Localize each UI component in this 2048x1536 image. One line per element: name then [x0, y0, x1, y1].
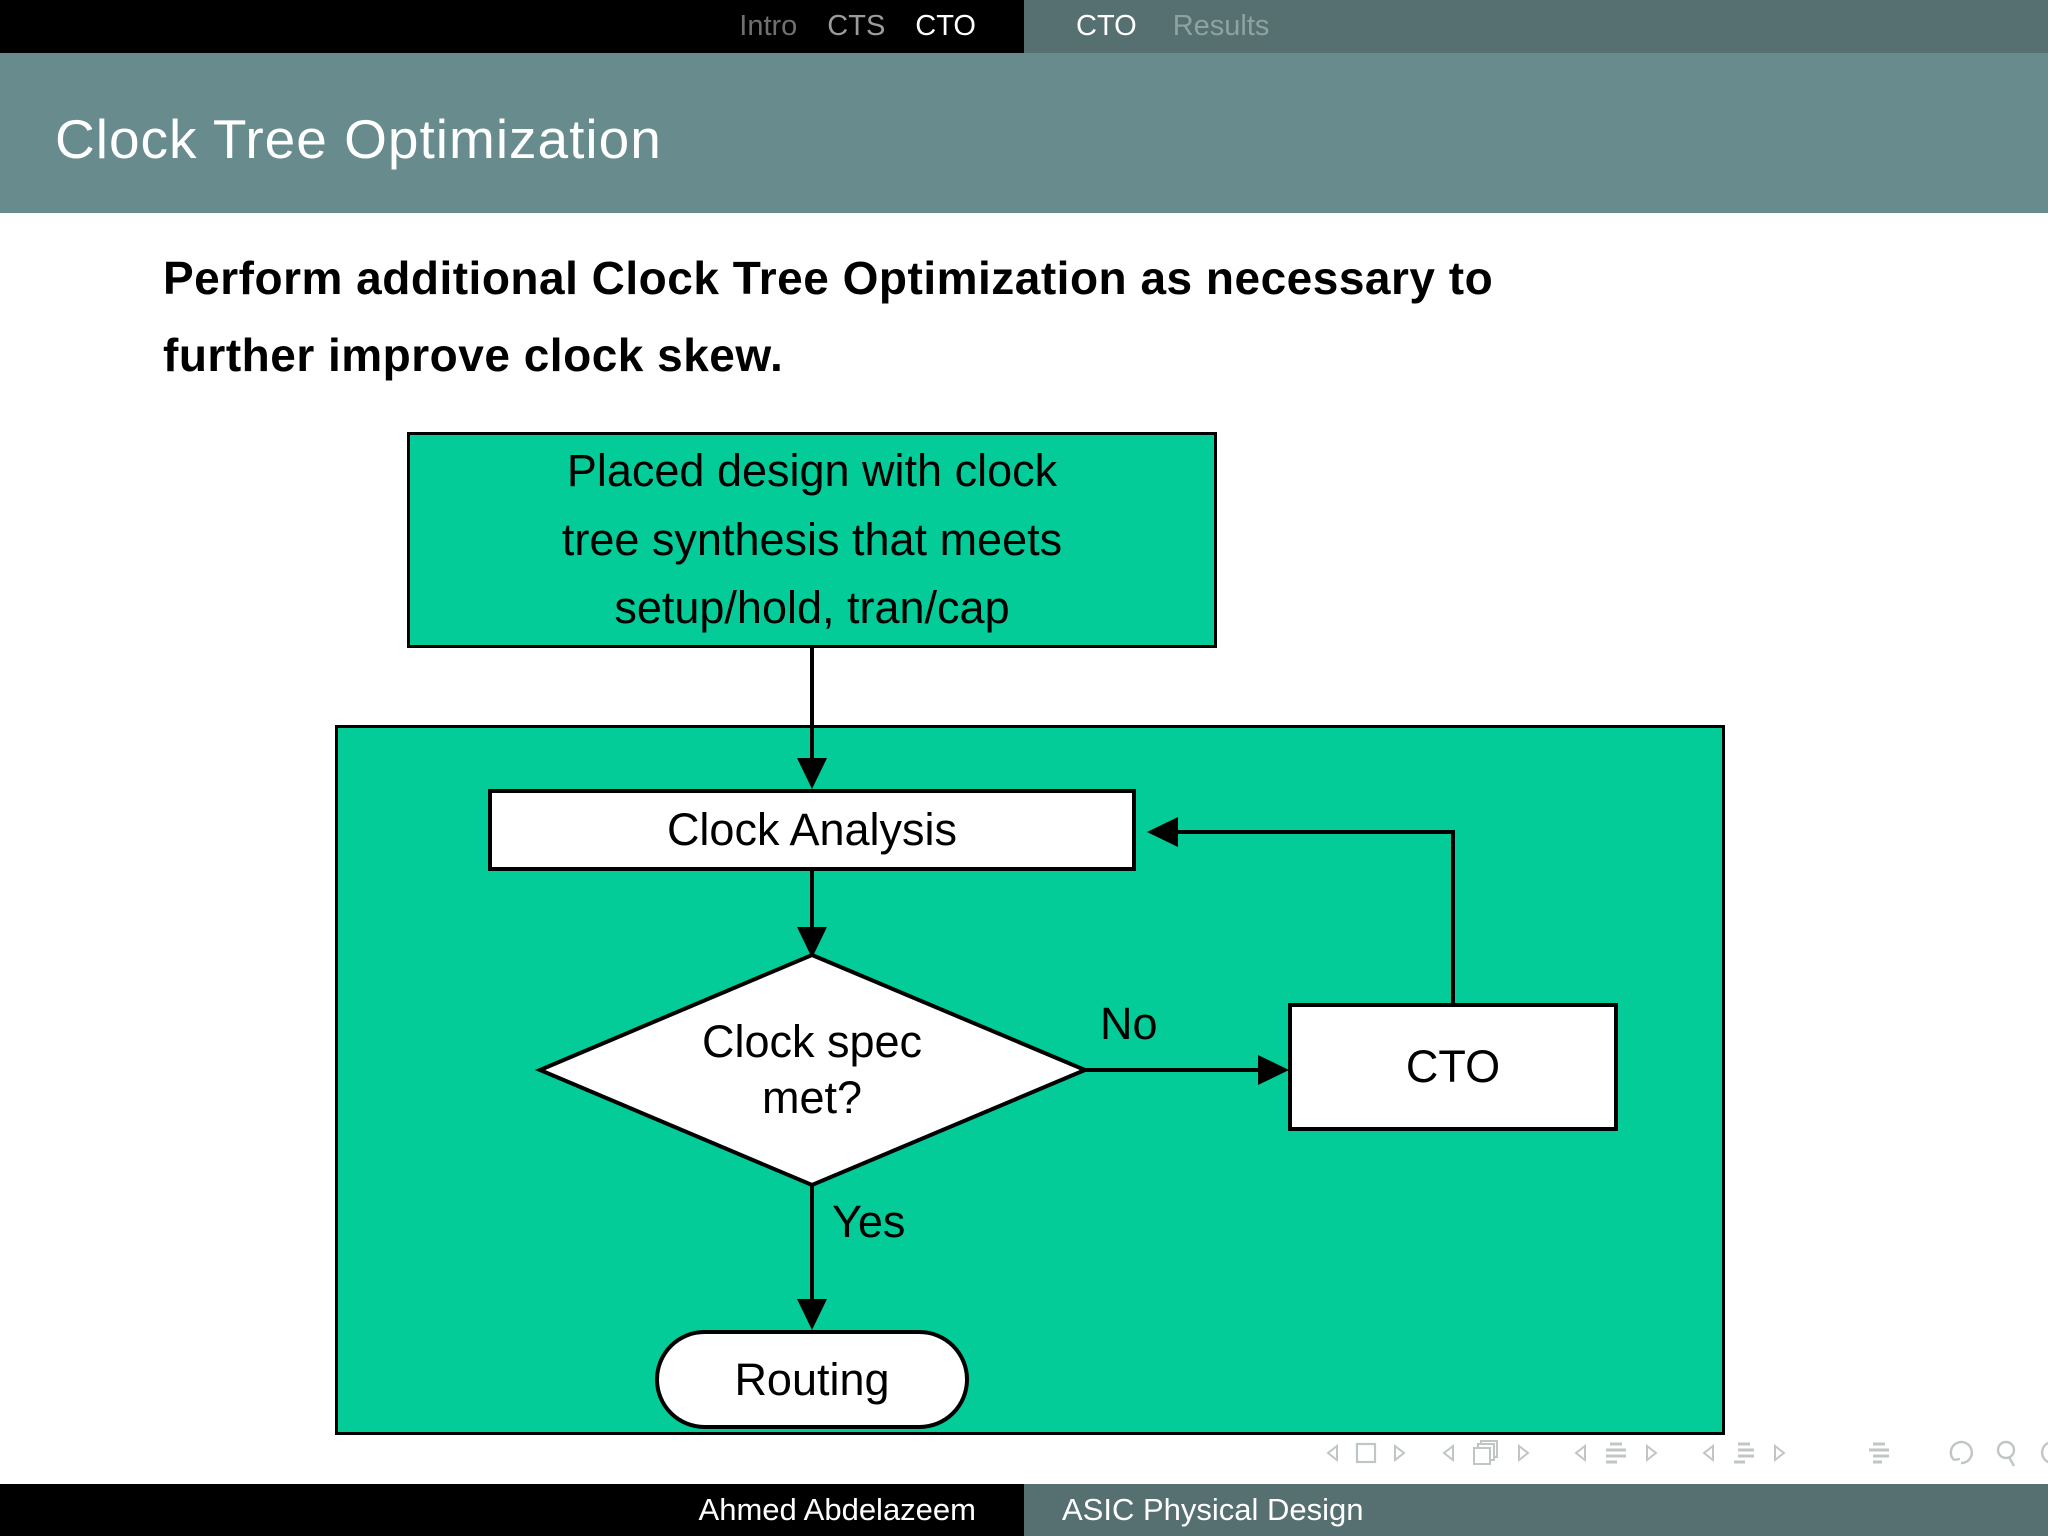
slide-frame-icon[interactable] — [1355, 1442, 1377, 1464]
next-frame-icon[interactable] — [1517, 1444, 1530, 1462]
subsection-nav-group — [1702, 1440, 1786, 1466]
title-bar: Clock Tree Optimization — [0, 53, 2048, 213]
footer-course-title: ASIC Physical Design — [1062, 1492, 1364, 1527]
edge-label-yes: Yes — [832, 1196, 906, 1247]
footer-title-section: ASIC Physical Design — [1024, 1484, 2048, 1536]
clock-analysis-box: Clock Analysis — [488, 789, 1136, 871]
next-slide-icon[interactable] — [1393, 1444, 1406, 1462]
section-pages-icon[interactable] — [1603, 1440, 1629, 1466]
page-title: Clock Tree Optimization — [55, 108, 662, 170]
search-icon[interactable] — [1994, 1438, 2020, 1468]
flowchart-start-box: Placed design with clock tree synthesis … — [407, 432, 1217, 648]
edge-label-no: No — [1100, 998, 1158, 1049]
decision-label: Clock spec met? — [701, 1015, 923, 1123]
forward-icon[interactable] — [2036, 1438, 2048, 1468]
back-icon[interactable] — [1948, 1438, 1978, 1468]
navigation-symbols — [1326, 1438, 2048, 1468]
appendix-pages-icon[interactable] — [1866, 1440, 1892, 1466]
footer-bar: Ahmed Abdelazeem ASIC Physical Design — [0, 1484, 2048, 1536]
nav-section-cts[interactable]: CTS — [827, 10, 886, 42]
next-section-icon[interactable] — [1645, 1444, 1658, 1462]
nav-section-cto[interactable]: CTO — [915, 10, 976, 42]
footer-author: Ahmed Abdelazeem — [698, 1492, 976, 1527]
section-nav-group — [1574, 1440, 1658, 1466]
prev-subsection-icon[interactable] — [1702, 1444, 1715, 1462]
slide-nav-group — [1326, 1442, 1406, 1464]
subsection-nav: CTO Results — [1024, 0, 2048, 53]
subsection-pages-icon[interactable] — [1731, 1440, 1757, 1466]
prev-slide-icon[interactable] — [1326, 1444, 1339, 1462]
frame-stack-icon[interactable] — [1471, 1439, 1501, 1467]
routing-terminal: Routing — [655, 1330, 969, 1429]
appendix-group — [1866, 1440, 1892, 1466]
top-navigation-bar: Intro CTS CTO CTO Results — [0, 0, 2048, 53]
lead-paragraph: Perform additional Clock Tree Optimizati… — [163, 252, 1494, 382]
next-subsection-icon[interactable] — [1773, 1444, 1786, 1462]
history-group — [1948, 1438, 2048, 1468]
prev-frame-icon[interactable] — [1442, 1444, 1455, 1462]
nav-section-intro[interactable]: Intro — [739, 10, 798, 42]
section-nav: Intro CTS CTO — [0, 0, 1024, 53]
footer-author-section: Ahmed Abdelazeem — [0, 1484, 1024, 1536]
frame-nav-group — [1442, 1439, 1530, 1467]
prev-section-icon[interactable] — [1574, 1444, 1587, 1462]
nav-subsection-cto[interactable]: CTO — [1076, 10, 1137, 42]
nav-subsection-results[interactable]: Results — [1172, 10, 1270, 42]
cto-box: CTO — [1288, 1003, 1618, 1131]
